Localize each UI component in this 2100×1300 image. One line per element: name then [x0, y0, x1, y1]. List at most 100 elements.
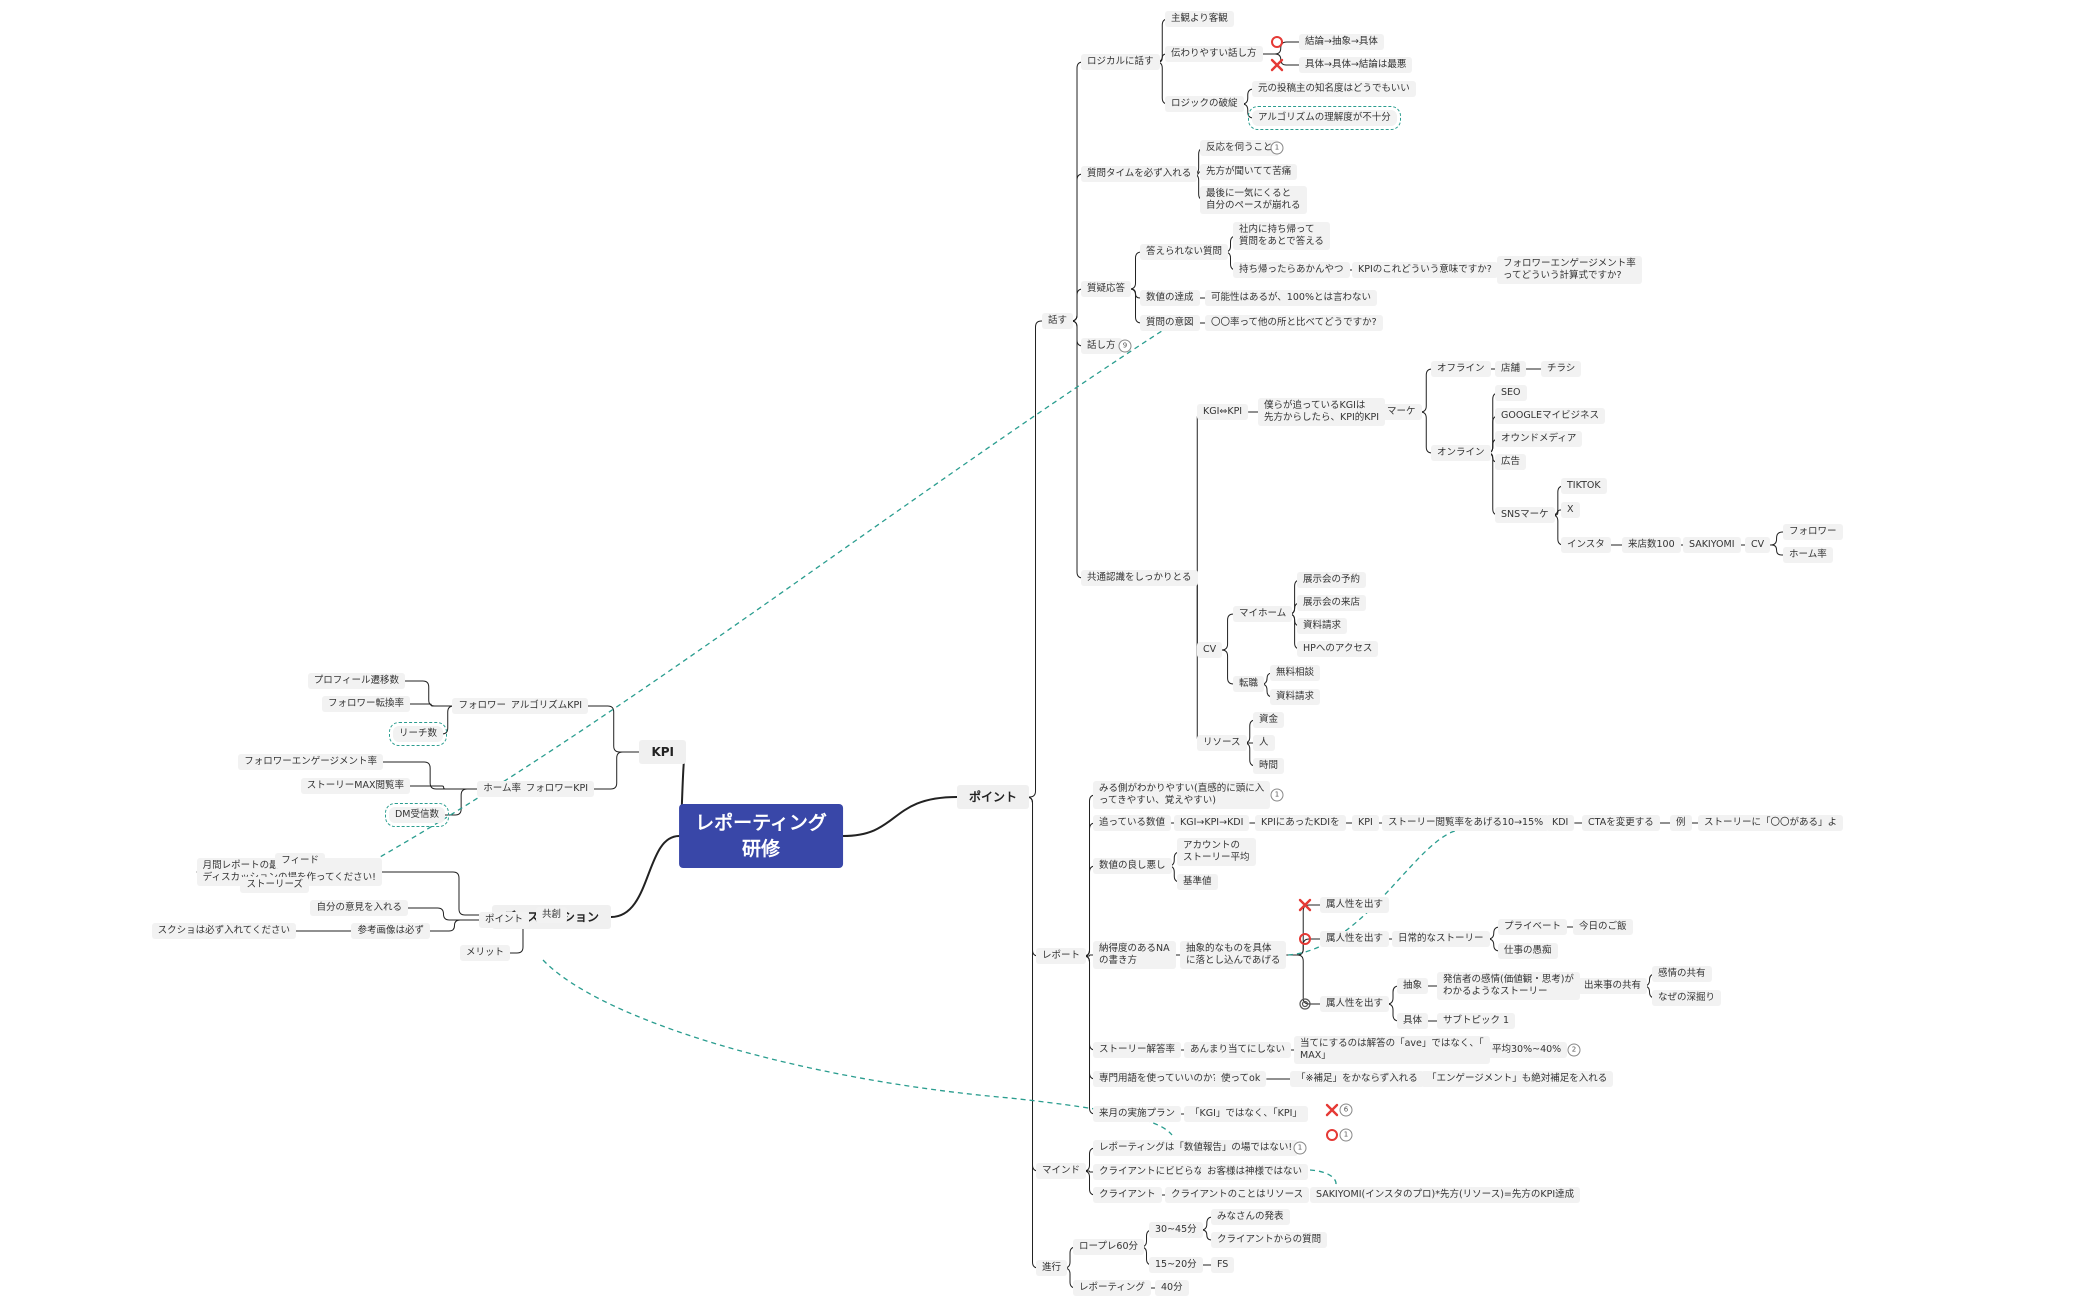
node-story-ni[interactable]: ストーリーに「〇〇がある」よ: [1698, 815, 1844, 831]
node-otteiru[interactable]: 追っている数値: [1093, 815, 1172, 831]
node-roleplay[interactable]: ロープレ60分: [1073, 1239, 1145, 1255]
node-moto[interactable]: 元の投稿主の知名度はどうでもいい: [1252, 81, 1416, 97]
node-tenpo[interactable]: 店舗: [1495, 361, 1527, 377]
node-tiktok[interactable]: TIKTOK: [1561, 478, 1607, 494]
node-engagement[interactable]: 「エンゲージメント」も絶対補足を入れる: [1421, 1071, 1614, 1087]
node-zokujin1[interactable]: 属人性を出す: [1320, 897, 1390, 913]
node-shanai[interactable]: 社内に持ち帰って 質問をあとで答える: [1233, 222, 1330, 250]
node-pt[interactable]: ポイント: [957, 785, 1030, 809]
node-point-l[interactable]: ポイント: [478, 912, 529, 928]
node-suuchi-yoshi[interactable]: 数値の良し悪し: [1093, 858, 1172, 874]
node-kyotsu2[interactable]: 共創: [535, 907, 567, 923]
node-reporting-suuchi[interactable]: レポーティングは「数値報告」の場ではない!: [1093, 1140, 1299, 1156]
node-heikin[interactable]: 平均30%~40%: [1486, 1042, 1568, 1058]
node-kpi-atta[interactable]: KPIにあったKDIを: [1255, 815, 1346, 831]
node-logic-hatan[interactable]: ロジックの破綻: [1165, 96, 1244, 112]
node-ate[interactable]: 当てにするのは解答の「ave」ではなく、「 MAX」: [1294, 1036, 1490, 1064]
node-google[interactable]: GOOGLEマイビジネス: [1495, 408, 1605, 424]
node-stories[interactable]: ストーリーズ: [240, 877, 309, 893]
node-tenjikai-yoyaku[interactable]: 展示会の予約: [1297, 572, 1367, 588]
node-kanjo[interactable]: 感情の共有: [1652, 966, 1712, 982]
node-x[interactable]: X: [1561, 502, 1580, 518]
node-myhome[interactable]: マイホーム: [1233, 606, 1293, 622]
node-tsukatte[interactable]: 使ってok: [1215, 1071, 1267, 1087]
node-logical[interactable]: ロジカルに話す: [1081, 54, 1160, 70]
node-tenjikai-raiten[interactable]: 展示会の来店: [1297, 595, 1367, 611]
node-hasshinsha[interactable]: 発信者の感情(価値観・思考)が わかるようなストーリー: [1437, 972, 1580, 1000]
node-shinko[interactable]: 進行: [1036, 1260, 1068, 1276]
node-mirugawa[interactable]: みる側がわかりやすい(直感的に頭に入 ってきやすい、覚えやすい): [1093, 781, 1271, 809]
node-kokoku[interactable]: 広告: [1495, 454, 1527, 470]
node-cta[interactable]: CTAを変更する: [1582, 815, 1660, 831]
node-rei[interactable]: 例: [1670, 815, 1692, 831]
node-insta[interactable]: インスタ: [1561, 537, 1611, 553]
node-jibun[interactable]: 自分の意見を入れる: [310, 900, 408, 916]
node-shukan[interactable]: 主観より客観: [1165, 11, 1234, 27]
node-suuchi-tassei[interactable]: 数値の達成: [1140, 290, 1200, 306]
node-home-l[interactable]: ホーム率: [477, 781, 527, 797]
node-hito[interactable]: 人: [1253, 735, 1275, 751]
node-hanno[interactable]: 反応を伺うこと: [1200, 140, 1279, 156]
node-reporting40[interactable]: レポーティング: [1073, 1280, 1151, 1296]
node-algo-rikai[interactable]: アルゴリズムの理解度が不十分: [1248, 106, 1401, 130]
node-hosoku[interactable]: 「※補足」をかならず入れる: [1290, 1071, 1424, 1087]
node-sukusho[interactable]: スクショは必ず入れてください: [151, 923, 296, 939]
node-dm[interactable]: DM受信数: [384, 803, 450, 827]
node-bokura[interactable]: 僕らが追っているKGIは 先方からしたら、KPI的KPI: [1258, 398, 1386, 426]
node-follower-eng-l[interactable]: フォロワーエンゲージメント率: [238, 754, 383, 770]
node-hanasu[interactable]: 話す: [1042, 313, 1074, 329]
node-nichijo[interactable]: 日常的なストーリー: [1392, 931, 1490, 947]
node-zokujin3[interactable]: 属人性を出す: [1320, 996, 1390, 1012]
node-story-etsuran[interactable]: ストーリー閲覧率をあげる10→15%: [1382, 815, 1550, 831]
node-raiten[interactable]: 来店数100: [1622, 537, 1681, 553]
node-naze[interactable]: なぜの深掘り: [1652, 990, 1722, 1006]
node-sankou[interactable]: 参考画像は必ず: [351, 923, 430, 939]
node-kpi-imi[interactable]: KPIのこれどういう意味ですか?: [1352, 262, 1498, 278]
node-kpi[interactable]: KPI: [1352, 815, 1379, 831]
node-saigo[interactable]: 最後に一気にくると 自分のペースが崩れる: [1200, 186, 1307, 214]
node-merit[interactable]: メリット: [459, 945, 510, 961]
node-gutai2[interactable]: 具体: [1397, 1013, 1429, 1029]
node-hanashikata[interactable]: 話し方: [1081, 338, 1122, 354]
node-chusho2[interactable]: 抽象: [1397, 978, 1429, 994]
node-tsutawari[interactable]: 伝わりやすい話し方: [1165, 46, 1263, 62]
node-shiryo2[interactable]: 資料請求: [1270, 689, 1321, 705]
node-chirashi[interactable]: チラシ: [1541, 361, 1582, 377]
node-sakiyomi2[interactable]: SAKIYOMI(インスタのプロ)*先方(リソース)=先方のKPI達成: [1310, 1187, 1581, 1203]
node-client-bibi[interactable]: クライアントにビビらない: [1093, 1164, 1219, 1180]
node-ketsuron[interactable]: 結論→抽象→具体: [1299, 34, 1384, 50]
node-follower-tenkan[interactable]: フォロワー転換率: [321, 696, 410, 712]
node-home-rate[interactable]: ホーム率: [1783, 547, 1833, 563]
node-seo[interactable]: SEO: [1495, 385, 1527, 401]
node-story-max[interactable]: ストーリーMAX閲覧率: [300, 778, 410, 794]
node-subtopic[interactable]: サブトピック 1: [1437, 1013, 1516, 1029]
node-fs[interactable]: FS: [1211, 1257, 1235, 1273]
node-kotaerarenai[interactable]: 答えられない質問: [1140, 244, 1229, 260]
node-kgi-kpi-kdi[interactable]: KGI→KPI→KDI: [1174, 815, 1250, 831]
node-kyotsu[interactable]: 共通認識をしっかりとる: [1081, 570, 1198, 586]
node-okyaku[interactable]: お客様は神様ではない: [1201, 1164, 1309, 1180]
node-feed[interactable]: フィード: [275, 853, 325, 869]
node-shitsugi[interactable]: 質疑応答: [1081, 281, 1132, 297]
node-gutai[interactable]: 具体→具体→結論は最悪: [1299, 57, 1413, 73]
node-kanousei[interactable]: 可能性はあるが、100%とは言わない: [1205, 290, 1377, 306]
node-online[interactable]: オンライン: [1431, 445, 1491, 461]
node-anmari[interactable]: あんまり当てにしない: [1184, 1042, 1292, 1058]
node-senmon[interactable]: 専門用語を使っていいのか?: [1093, 1071, 1224, 1087]
node-chusho[interactable]: 抽象的なものを具体 に落とし込んであげる: [1180, 941, 1287, 969]
node-shiryo1[interactable]: 資料請求: [1297, 618, 1348, 634]
node-algo-kpi[interactable]: アルゴリズムKPI: [504, 698, 588, 714]
node-profile[interactable]: プロフィール遷移数: [307, 673, 405, 689]
node-cv2[interactable]: CV: [1197, 642, 1223, 658]
node-dekigoto[interactable]: 出来事の共有: [1578, 978, 1648, 994]
node-resource[interactable]: リソース: [1197, 735, 1247, 751]
node-kgi-de[interactable]: 「KGI」ではなく、「KPI」: [1184, 1106, 1308, 1122]
node-shikin[interactable]: 資金: [1253, 712, 1285, 728]
node-kpi-main[interactable]: KPI: [639, 740, 686, 764]
node-sns[interactable]: SNSマーケ: [1495, 507, 1555, 523]
node-owned[interactable]: オウンドメディア: [1495, 431, 1583, 447]
node-reach[interactable]: リーチ数: [388, 722, 448, 746]
node-cv1[interactable]: CV: [1745, 537, 1771, 553]
node-kgi-kpi[interactable]: KGI⇔KPI: [1197, 404, 1249, 420]
node-offline[interactable]: オフライン: [1431, 361, 1491, 377]
